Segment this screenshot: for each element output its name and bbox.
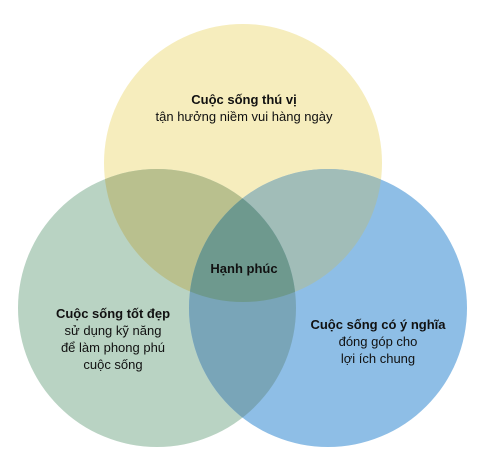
label-top-line: tận hưởng niềm vui hàng ngày — [155, 109, 333, 124]
label-left: Cuộc sống tốt đẹp sử dụng kỹ năng để làm… — [38, 305, 188, 373]
label-left-line: để làm phong phú — [60, 340, 166, 355]
overlap-center — [189, 169, 296, 302]
label-left-title: Cuộc sống tốt đẹp — [55, 306, 171, 321]
label-top: Cuộc sống thú vị tận hưởng niềm vui hàng… — [124, 91, 364, 125]
label-left-line: cuộc sống — [83, 357, 143, 372]
center-label: Hạnh phúc — [210, 261, 278, 276]
label-right-title: Cuộc sống có ý nghĩa — [310, 317, 446, 332]
label-right: Cuộc sống có ý nghĩa đóng góp cho lợi íc… — [296, 316, 460, 367]
label-right-line: đóng góp cho — [338, 334, 418, 349]
label-top-title: Cuộc sống thú vị — [191, 92, 297, 107]
label-left-line: sử dụng kỹ năng — [64, 323, 162, 338]
label-right-line: lợi ích chung — [340, 351, 416, 366]
